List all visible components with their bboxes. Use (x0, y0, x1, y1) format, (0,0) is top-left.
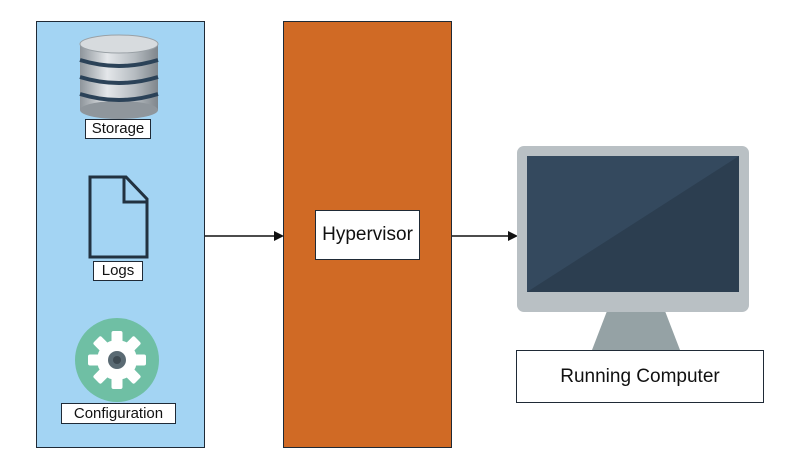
storage-label: Storage (85, 119, 151, 139)
arrow-hypervisor-to-computer (452, 231, 518, 241)
database-icon (79, 34, 159, 119)
configuration-label: Configuration (61, 403, 176, 424)
hypervisor-label: Hypervisor (315, 210, 420, 260)
running-computer-label: Running Computer (516, 350, 764, 403)
document-icon (88, 175, 149, 259)
logs-label: Logs (93, 261, 143, 281)
arrow-sources-to-hypervisor (205, 231, 284, 241)
monitor-icon (517, 146, 749, 350)
gear-icon (75, 318, 159, 402)
